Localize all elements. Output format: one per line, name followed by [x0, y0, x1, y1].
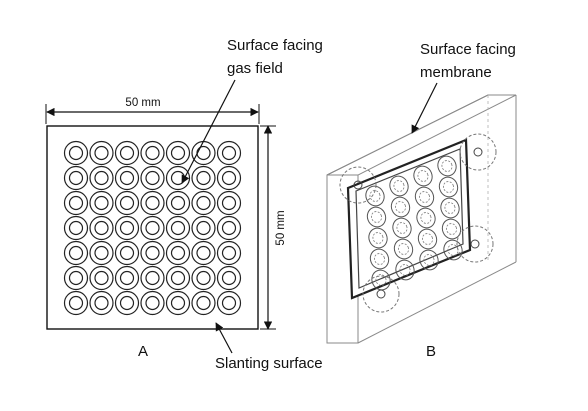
gas-channel-cell: [191, 215, 216, 241]
membrane-window-outer: [346, 138, 472, 300]
corner-bolt-top-left: [339, 166, 377, 204]
membrane-channel-cell: [438, 176, 459, 198]
callout-slanting-pointer: [215, 322, 233, 354]
gas-channel-cell: [89, 265, 114, 291]
height-dimension-label: 50 mm: [275, 210, 287, 245]
corner-bolt-top-right: [459, 133, 497, 171]
gas-channel-cell: [140, 190, 165, 216]
gas-channel-cell: [89, 190, 114, 216]
callout-surface-membrane-pointer: [411, 82, 438, 134]
callout-surface-gas-line1: Surface facing: [227, 37, 323, 54]
width-dimension-label: 50 mm: [125, 97, 160, 109]
gas-channel-cell: [89, 290, 114, 316]
gas-channel-cell: [114, 215, 140, 241]
membrane-channel-cell: [368, 227, 388, 249]
box-b-top-edge: [326, 94, 489, 176]
gas-channel-cell: [63, 290, 89, 316]
membrane-channel-cell: [440, 197, 460, 219]
corner-bolt-bottom-right: [456, 225, 494, 263]
callout-slanting-surface: Slanting surface: [215, 355, 323, 372]
gas-channel-cell: [165, 290, 191, 316]
membrane-channel-cell: [419, 249, 439, 271]
gas-channel-cell: [140, 140, 165, 166]
gas-channel-cell: [191, 165, 216, 191]
gas-channel-cell: [63, 215, 89, 241]
callout-surface-membrane-line1: Surface facing: [420, 41, 516, 58]
membrane-channel-cell: [413, 165, 433, 187]
gas-channel-cell: [140, 215, 165, 241]
gas-channel-cell: [140, 240, 165, 266]
gas-channel-cell: [114, 290, 140, 316]
gas-channel-cell: [140, 165, 165, 191]
gas-channel-cell: [89, 165, 114, 191]
membrane-channel-cell: [393, 238, 414, 260]
gas-channel-cell: [114, 140, 140, 166]
membrane-window-inner: [355, 148, 464, 289]
gas-channel-cell: [63, 265, 89, 291]
gas-channel-cell: [191, 240, 216, 266]
gas-channel-cell: [191, 290, 216, 316]
membrane-channel-cell: [389, 175, 409, 197]
gas-channel-cell: [63, 240, 89, 266]
gas-channel-cell: [216, 290, 242, 316]
panel-b-label: B: [426, 343, 436, 360]
panel-a-label: A: [138, 343, 148, 360]
membrane-channel-cell: [395, 259, 415, 281]
membrane-channel-cell: [417, 228, 438, 250]
circle-grid-b: [365, 155, 463, 291]
gas-channel-cell: [165, 140, 191, 166]
gas-channel-cell: [63, 190, 89, 216]
gas-channel-cell: [89, 240, 114, 266]
membrane-channel-cell: [414, 186, 435, 208]
membrane-channel-cell: [441, 218, 462, 240]
gas-channel-cell: [89, 215, 114, 241]
gas-channel-cell: [114, 190, 140, 216]
gas-channel-cell: [114, 165, 140, 191]
callout-surface-membrane-line2: membrane: [420, 64, 492, 81]
panel-a: 50 mm 50 mm Surface facing gas field Sla…: [45, 37, 323, 372]
membrane-channel-cell: [369, 248, 390, 270]
membrane-channel-cell: [371, 269, 391, 291]
gas-channel-cell: [216, 165, 242, 191]
gas-channel-cell: [165, 215, 191, 241]
gas-channel-cell: [191, 190, 216, 216]
box-b-bottom-edge: [357, 261, 517, 344]
membrane-channel-cell: [366, 206, 387, 228]
membrane-channel-cell: [390, 196, 411, 218]
panel-b: Surface facing membrane B: [326, 41, 517, 360]
gas-channel-cell: [89, 140, 114, 166]
gas-channel-cell: [191, 265, 216, 291]
gas-channel-cell: [63, 165, 89, 191]
plate-a-outline: [46, 125, 259, 330]
membrane-channel-cell: [365, 185, 385, 207]
membrane-channel-cell: [392, 217, 412, 239]
gas-channel-cell: [216, 240, 242, 266]
membrane-channel-cell: [416, 207, 436, 229]
gas-channel-cell: [216, 215, 242, 241]
callout-surface-gas-pointer: [181, 79, 236, 184]
gas-channel-cell: [114, 265, 140, 291]
gas-channel-cell: [216, 265, 242, 291]
gas-channel-cell: [165, 240, 191, 266]
gas-channel-cell: [140, 265, 165, 291]
membrane-channel-cell: [437, 155, 457, 177]
gas-channel-cell: [165, 190, 191, 216]
gas-channel-cell: [114, 240, 140, 266]
corner-bolt-bottom-left: [362, 275, 400, 313]
gas-channel-cell: [216, 190, 242, 216]
gas-channel-cell: [63, 140, 89, 166]
gas-channel-cell: [165, 265, 191, 291]
gas-channel-cell: [140, 290, 165, 316]
callout-surface-gas-line2: gas field: [227, 60, 283, 77]
circle-grid-a: [63, 140, 242, 316]
gas-channel-cell: [216, 140, 242, 166]
